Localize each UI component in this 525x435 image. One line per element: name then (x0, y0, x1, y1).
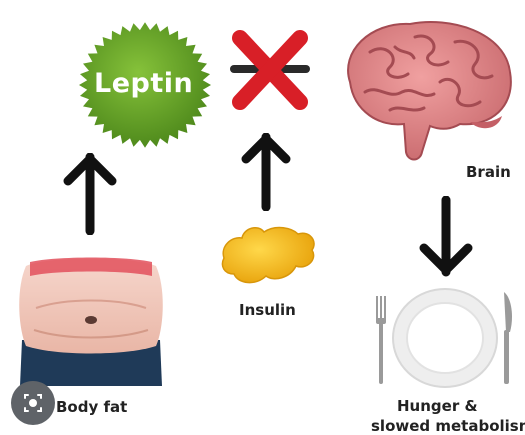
body-fat-label: Body fat (56, 398, 127, 416)
knife-icon (504, 292, 512, 384)
plate-icon (370, 288, 520, 390)
insulin-label: Insulin (239, 301, 296, 319)
hunger-label-line2: slowed metabolism (371, 417, 525, 435)
belly-icon (16, 248, 166, 386)
hunger-label-line1: Hunger & (397, 397, 478, 415)
down-arrow-icon (416, 196, 476, 278)
lens-button[interactable] (11, 381, 55, 425)
insulin-icon (218, 220, 320, 290)
lens-icon (11, 381, 55, 425)
brain-icon (330, 12, 520, 172)
fork-icon (376, 296, 386, 384)
leptin-label: Leptin (94, 68, 194, 99)
brain-label: Brain (466, 163, 511, 181)
up-arrow-icon (60, 153, 120, 235)
up-arrow-icon (238, 133, 294, 211)
blocked-x-icon (226, 28, 316, 114)
